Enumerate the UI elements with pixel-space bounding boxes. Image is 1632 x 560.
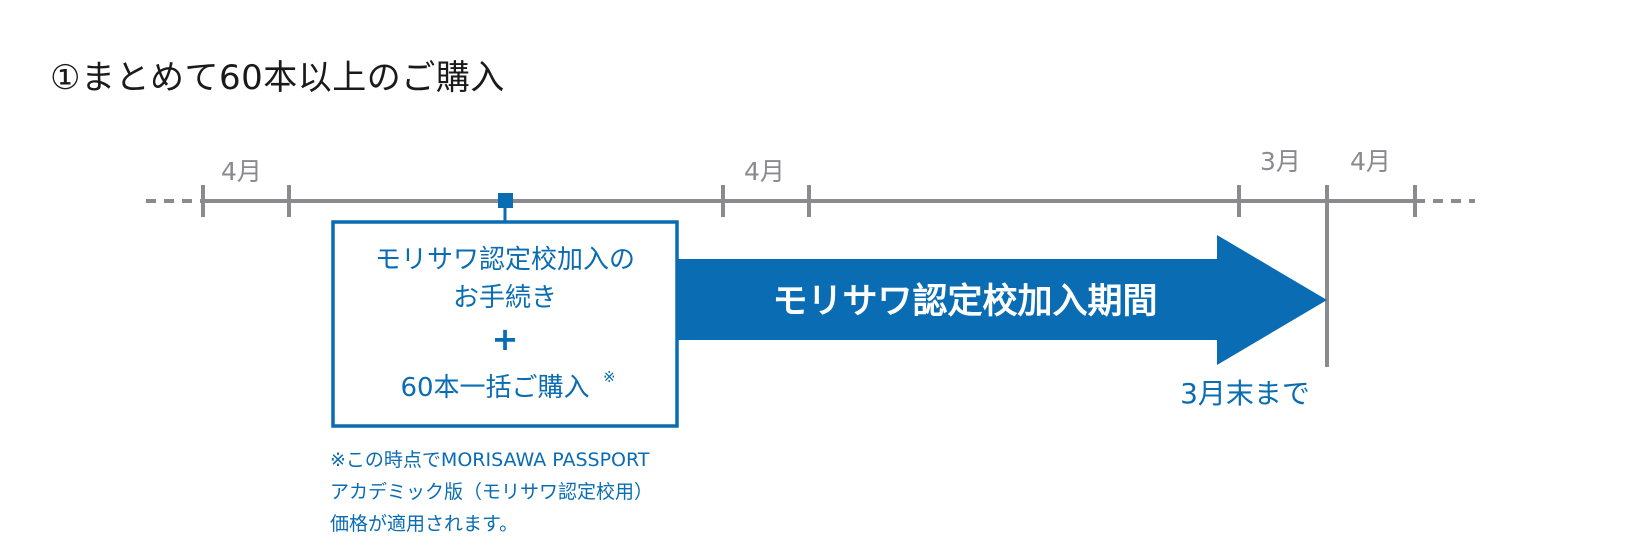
period-arrow (677, 235, 1327, 365)
period-end-label: 3月末まで (1180, 377, 1310, 410)
enrollment-box-line3: 60本一括ご購入 (400, 373, 589, 403)
footnote-line: 価格が適用されます。 (330, 513, 519, 535)
enrollment-box-note-mark: ※ (603, 368, 616, 386)
footnote: ※この時点でMORISAWA PASSPORT アカデミック版（モリサワ認定校用… (330, 444, 653, 540)
enrollment-box-line2: お手続き (453, 283, 557, 313)
enrollment-point-marker (498, 193, 513, 208)
period-arrow-label: モリサワ認定校加入期間 (772, 282, 1157, 322)
month-label: 4月 (744, 157, 785, 186)
month-label: 4月 (1350, 147, 1391, 176)
enrollment-box-line1: モリサワ認定校加入の (375, 245, 635, 275)
page-title: ①まとめて60本以上のご購入 (50, 58, 505, 98)
enrollment-box-plus: + (492, 320, 519, 358)
month-label: 3月 (1260, 147, 1301, 176)
month-label: 4月 (221, 157, 262, 186)
enrollment-box (331, 220, 679, 428)
footnote-line: ※この時点でMORISAWA PASSPORT (330, 449, 650, 471)
footnote-line: アカデミック版（モリサワ認定校用） (330, 481, 654, 503)
